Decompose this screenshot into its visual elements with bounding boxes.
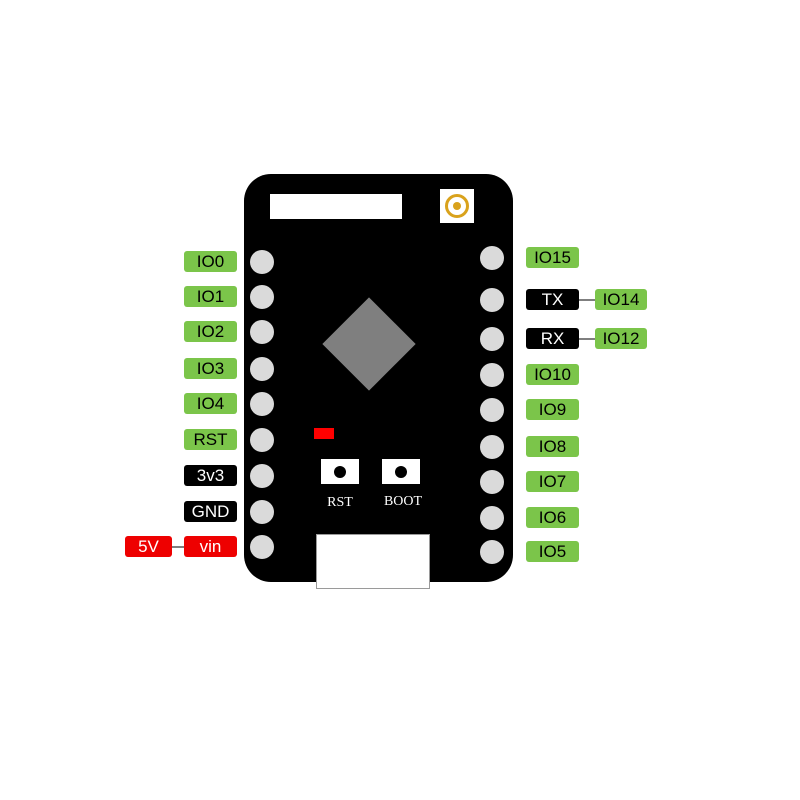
pin-rst: [250, 428, 274, 452]
pin-io2: [250, 320, 274, 344]
label-io15: IO15: [526, 247, 579, 268]
pin-io5: [480, 540, 504, 564]
pin-io6: [480, 506, 504, 530]
label-gnd: GND: [184, 501, 237, 522]
pin-vin: [250, 535, 274, 559]
label-vin: vin: [184, 536, 237, 557]
pin-io4: [250, 392, 274, 416]
antenna-ring-icon: [445, 194, 469, 218]
label-rst: RST: [184, 429, 237, 450]
pin-gnd: [250, 500, 274, 524]
boot-button: [382, 459, 420, 484]
label-io5: IO5: [526, 541, 579, 562]
pin-io0: [250, 250, 274, 274]
rst-button: [321, 459, 359, 484]
label-io0: IO0: [184, 251, 237, 272]
pin-io12: [480, 327, 504, 351]
label-io7: IO7: [526, 471, 579, 492]
label-io3: IO3: [184, 358, 237, 379]
label-io6: IO6: [526, 507, 579, 528]
pin-io3: [250, 357, 274, 381]
label-io1: IO1: [184, 286, 237, 307]
label-io14: IO14: [595, 289, 647, 310]
label-connector: [579, 338, 595, 340]
rst-button-label: RST: [327, 495, 353, 510]
pin-io1: [250, 285, 274, 309]
label-3v3: 3v3: [184, 465, 237, 486]
pin-io10: [480, 363, 504, 387]
label-io12: IO12: [595, 328, 647, 349]
status-led: [314, 428, 334, 439]
silkscreen-label-area: [270, 194, 402, 219]
label-io10: IO10: [526, 364, 579, 385]
pin-3v3: [250, 464, 274, 488]
label-tx: TX: [526, 289, 579, 310]
boot-button-nub: [395, 466, 407, 478]
pin-io7: [480, 470, 504, 494]
label-5v: 5V: [125, 536, 172, 557]
pin-io9: [480, 398, 504, 422]
pin-io14: [480, 288, 504, 312]
rst-button-nub: [334, 466, 346, 478]
label-connector: [579, 299, 595, 301]
label-io4: IO4: [184, 393, 237, 414]
pin-io8: [480, 435, 504, 459]
boot-button-label: BOOT: [383, 494, 423, 509]
usb-connector: [316, 534, 430, 589]
pin-io15: [480, 246, 504, 270]
label-connector: [172, 546, 184, 548]
label-io2: IO2: [184, 321, 237, 342]
label-io9: IO9: [526, 399, 579, 420]
label-io8: IO8: [526, 436, 579, 457]
antenna-center-icon: [453, 202, 461, 210]
label-rx: RX: [526, 328, 579, 349]
